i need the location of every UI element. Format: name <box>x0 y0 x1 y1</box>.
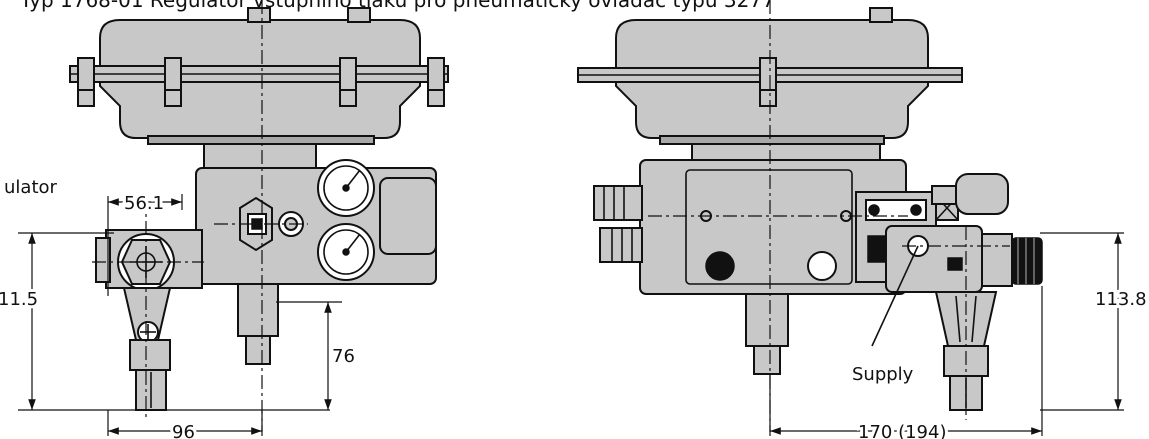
left-housing-base <box>147 135 375 145</box>
left-view: 56.1 11.5 76 96 ulator <box>0 0 449 439</box>
left-positioner-side-port <box>379 177 437 255</box>
right-indicator-light <box>807 251 837 281</box>
left-hex-fitting <box>239 196 304 252</box>
figure-title: Typ 1768-01 Regulátor vstupního tlaku pr… <box>20 0 775 12</box>
left-pressure-gauge-top <box>317 159 375 217</box>
right-indicator-dark <box>705 251 735 281</box>
dim-113-8-label: 113.8 <box>1095 289 1147 310</box>
dim-96-label: 96 <box>172 422 195 439</box>
right-supply-regulator <box>885 225 1043 411</box>
left-pressure-gauge-bottom <box>317 223 375 281</box>
regulator-label-fragment: ulator <box>4 177 58 198</box>
right-cable-glands <box>593 185 643 263</box>
dim-170-194-label: 170 (194) <box>858 422 946 439</box>
dim-11-5-label: 11.5 <box>0 289 38 310</box>
dim-76-label: 76 <box>332 346 355 367</box>
left-supply-regulator <box>95 229 203 411</box>
left-flange-bolts <box>77 57 445 107</box>
right-view: Supply 113.8 170 (194) <box>577 0 1149 439</box>
right-knob <box>955 173 1009 215</box>
dim-56-1-label: 56.1 <box>124 193 164 214</box>
supply-label: Supply <box>852 364 914 385</box>
